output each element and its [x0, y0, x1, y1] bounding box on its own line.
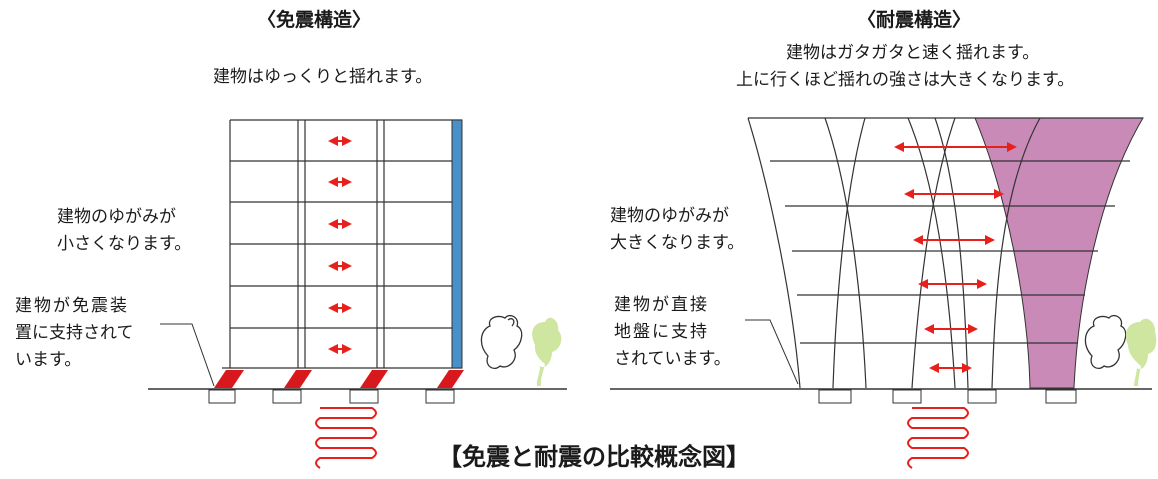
blue-column — [451, 119, 463, 369]
bush-outline-right — [1084, 314, 1127, 370]
right-support-note-2: 地盤に支持 — [614, 322, 709, 342]
left-support-note-2: 置に支持されて — [15, 323, 134, 343]
right-support-note-3: されています。 — [614, 349, 731, 369]
diagram-caption: 【免震と耐震の比較概念図】 — [438, 443, 750, 471]
right-top-note-1: 建物はガタガタと速く揺れます。 — [786, 43, 1040, 63]
isolated-building — [222, 119, 462, 369]
small-sway-arrows — [328, 136, 352, 354]
bush-outline-left — [480, 314, 523, 370]
right-top-note-2: 上に行くほど揺れの強さは大きくなります。 — [736, 70, 1075, 90]
tree-right — [1125, 318, 1157, 386]
right-distortion-note-1: 建物のゆがみが — [610, 206, 729, 226]
seismic-wave-left — [315, 407, 377, 469]
left-title: 〈免震構造〉 — [257, 9, 372, 31]
leader-line-right — [745, 319, 799, 385]
left-support-note-3: います。 — [15, 350, 82, 370]
large-sway-arrows — [894, 142, 1017, 373]
tree-left — [532, 317, 562, 386]
left-distortion-note-1: 建物のゆがみが — [57, 207, 176, 227]
right-distortion-note-2: 大きくなります。 — [610, 233, 745, 253]
leader-line-left — [160, 323, 215, 387]
seismic-wave-right — [907, 407, 969, 469]
footings-right — [818, 389, 1077, 404]
resistant-building — [747, 117, 1143, 389]
left-support-note-1: 建物が免震装 — [15, 296, 129, 316]
isolation-devices — [214, 370, 464, 388]
right-support-note-1: 建物が直接 — [614, 295, 709, 315]
right-title: 〈耐震構造〉 — [857, 9, 972, 31]
left-top-note: 建物はゆっくりと揺れます。 — [213, 67, 433, 87]
pink-mode-shape — [974, 117, 1144, 389]
left-distortion-note-2: 小さくなります。 — [57, 234, 192, 254]
footings-left — [208, 389, 455, 404]
